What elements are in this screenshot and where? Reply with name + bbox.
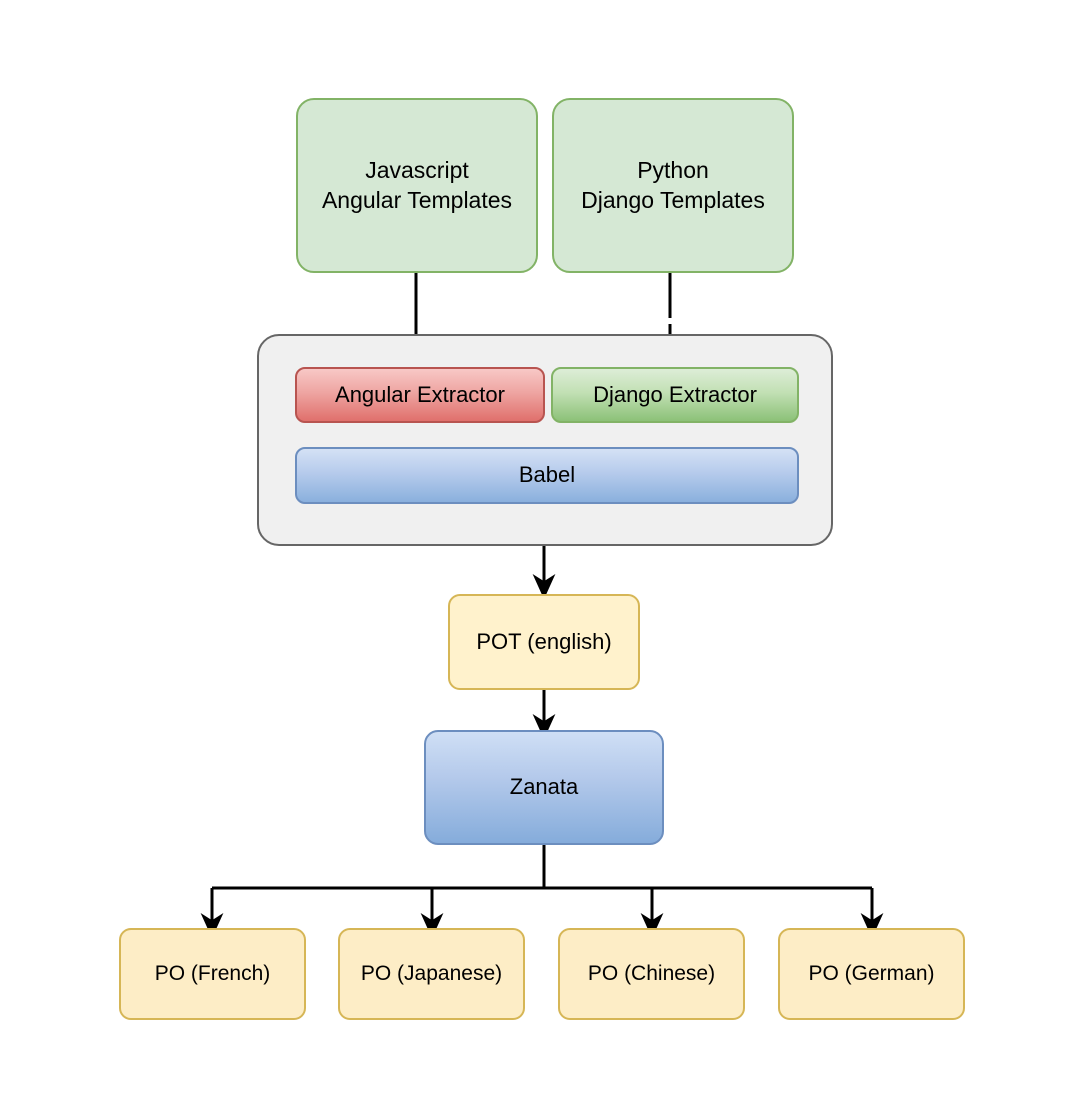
node-po-french[interactable]: PO (French) — [119, 928, 306, 1020]
node-zanata[interactable]: Zanata — [424, 730, 664, 845]
node-po-german[interactable]: PO (German) — [778, 928, 965, 1020]
node-po-japanese[interactable]: PO (Japanese) — [338, 928, 525, 1020]
edge-zanata-fanout-bus — [212, 845, 872, 890]
node-babel[interactable]: Babel — [295, 447, 799, 504]
node-pot-english[interactable]: POT (english) — [448, 594, 640, 690]
node-po-chinese[interactable]: PO (Chinese) — [558, 928, 745, 1020]
node-django-extractor[interactable]: Django Extractor — [551, 367, 799, 423]
extractor-group-container — [257, 334, 833, 546]
node-python-django-templates[interactable]: Python Django Templates — [552, 98, 794, 273]
node-javascript-angular-templates[interactable]: Javascript Angular Templates — [296, 98, 538, 273]
node-angular-extractor[interactable]: Angular Extractor — [295, 367, 545, 423]
